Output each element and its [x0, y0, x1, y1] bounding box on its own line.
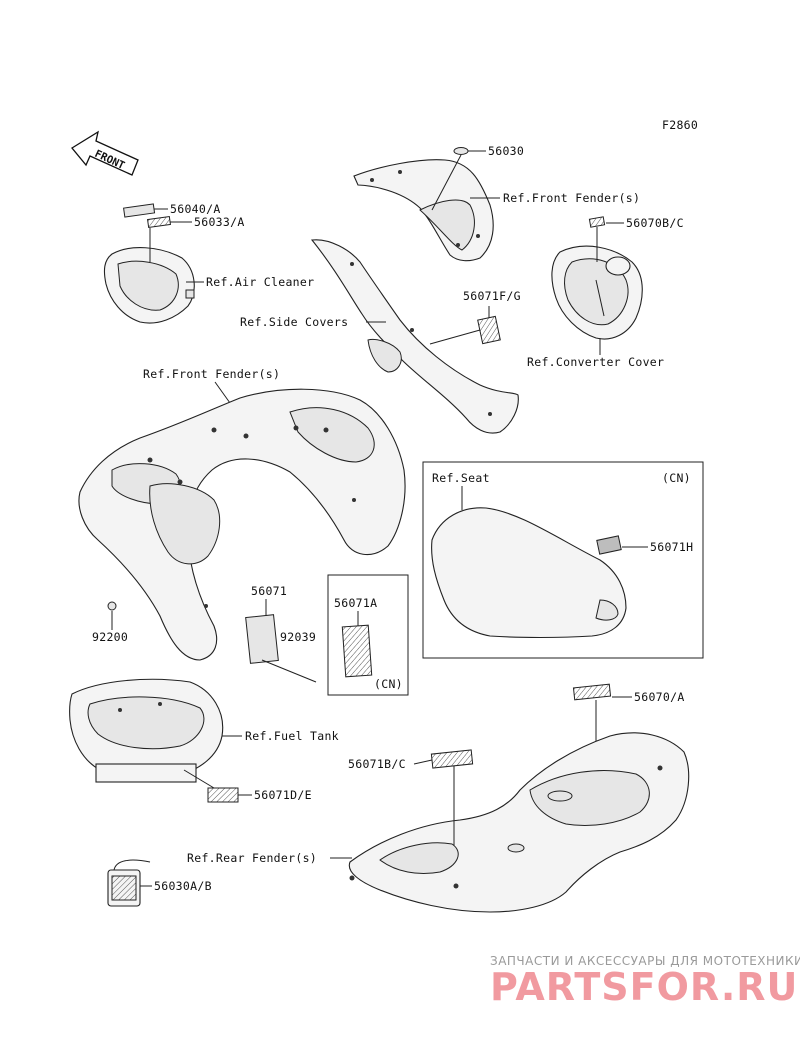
label-92200: 92200 [92, 630, 128, 644]
front-fender-upper-part [353, 159, 494, 262]
front-arrow-icon: FRONT [71, 130, 139, 176]
label-56030ab: 56030A/B [154, 879, 212, 893]
seat-part [431, 507, 627, 639]
label-plate-56040a [123, 203, 156, 218]
label-ref-rear-fender: Ref.Rear Fender(s) [187, 851, 317, 865]
rear-fender-part [348, 732, 690, 913]
label-plate-56071de [207, 787, 239, 803]
watermark-brand: PARTSFOR.RU [490, 965, 798, 1009]
air-cleaner-part [103, 247, 195, 324]
label-56071de: 56071D/E [254, 788, 312, 802]
label-56030: 56030 [488, 144, 524, 158]
label-plate-56071 [245, 614, 279, 664]
side-covers-part [310, 239, 519, 434]
converter-cover-part [551, 245, 643, 340]
label-56071a-box [327, 574, 409, 696]
label-plate-56071a [341, 624, 373, 678]
label-cn-seat: (CN) [662, 471, 691, 485]
label-ref-air-cleaner: Ref.Air Cleaner [206, 275, 314, 289]
seat-box [422, 461, 704, 659]
label-56071bc: 56071B/C [348, 757, 406, 771]
label-56040a: 56040/A [170, 202, 221, 216]
label-56071fg: 56071F/G [463, 289, 521, 303]
label-plate-56071fg [477, 315, 501, 345]
label-56070bc: 56070B/C [626, 216, 684, 230]
label-plate-56071bc [430, 749, 474, 769]
grommet-56030 [453, 147, 469, 155]
label-56071h: 56071H [650, 540, 693, 554]
label-ref-fuel-tank: Ref.Fuel Tank [245, 729, 339, 743]
front-fender-main-part [78, 388, 406, 661]
label-ref-converter-cover: Ref.Converter Cover [527, 355, 664, 369]
label-ref-front-fender-main: Ref.Front Fender(s) [143, 367, 280, 381]
label-ref-side-covers: Ref.Side Covers [240, 315, 348, 329]
fuel-tank-part [69, 678, 224, 783]
label-92039: 92039 [280, 630, 316, 644]
label-plate-56071h [596, 535, 622, 555]
clip-92200 [107, 601, 117, 611]
label-ref-front-fender-top: Ref.Front Fender(s) [503, 191, 640, 205]
label-plate-56070bc [588, 216, 606, 228]
figure-code: F2860 [662, 118, 698, 132]
label-cn-box: (CN) [374, 677, 403, 691]
label-56071: 56071 [251, 584, 287, 598]
label-56071a: 56071A [334, 596, 377, 610]
label-56033a: 56033/A [194, 215, 245, 229]
label-56070a: 56070/A [634, 690, 685, 704]
label-plate-56033a [146, 215, 172, 229]
watermark-tagline: ЗАПЧАСТИ И АКСЕССУАРЫ ДЛЯ МОТОТЕХНИКИ [490, 954, 800, 968]
label-ref-seat: Ref.Seat [432, 471, 490, 485]
label-plate-56070a [572, 683, 612, 701]
tag-56030ab-part [107, 859, 151, 907]
